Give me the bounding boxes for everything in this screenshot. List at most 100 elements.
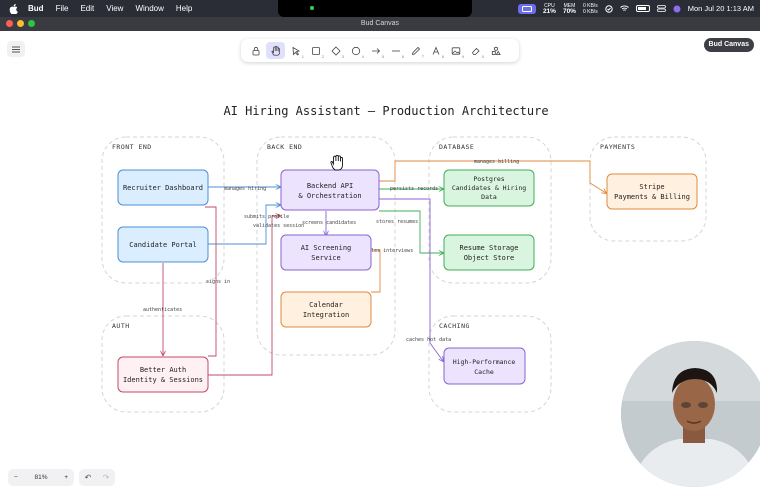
caching-group[interactable] <box>428 315 552 413</box>
label-caches-hot-data: caches hot data <box>406 337 451 343</box>
apple-icon[interactable] <box>9 3 18 14</box>
ai-screening-label-1: AI Screening <box>301 244 352 252</box>
backend-group[interactable] <box>256 136 396 356</box>
window-titlebar: Bud Canvas <box>0 17 760 31</box>
better-auth-label-1: Better Auth <box>140 366 186 374</box>
draw-tool[interactable]: 7 <box>406 42 425 59</box>
menu-bud[interactable]: Bud <box>28 4 44 13</box>
control-center-icon[interactable] <box>656 5 666 12</box>
edge-validates-session[interactable] <box>208 216 280 376</box>
select-tool-shortcut: 1 <box>301 54 304 59</box>
shapes-library-icon <box>491 46 501 55</box>
candidate-portal-node[interactable]: Candidate Portal <box>117 226 209 263</box>
menu-file[interactable]: File <box>55 4 69 13</box>
text-tool-shortcut: 8 <box>441 54 444 59</box>
arrow-tool[interactable]: 5 <box>366 42 385 59</box>
calendar-integration-node[interactable]: Calendar Integration <box>280 291 372 328</box>
zoom-window-button[interactable] <box>28 20 35 27</box>
image-tool[interactable]: 9 <box>446 42 465 59</box>
auth-group-label: AUTH <box>112 322 130 330</box>
edge-schedules-interviews[interactable] <box>371 249 381 293</box>
menu-clock[interactable]: Mon Jul 20 1:13 AM <box>687 4 754 13</box>
text-tool[interactable]: 8 <box>426 42 445 59</box>
hamburger-icon <box>12 46 20 52</box>
edge-stores-resumes[interactable] <box>379 210 443 253</box>
payments-group[interactable] <box>589 136 707 242</box>
stripe-node[interactable]: Stripe Payments & Billing <box>606 173 698 210</box>
cpu-value: 21% <box>542 7 556 15</box>
window-title: Bud Canvas <box>360 20 400 27</box>
edge-manages-billing[interactable] <box>379 160 606 193</box>
edge-submits-profile[interactable] <box>208 205 280 245</box>
diamond-icon <box>330 45 341 56</box>
line-tool-shortcut: 6 <box>401 54 404 59</box>
label-manages-billing: manages billing <box>474 159 519 165</box>
main-menu-button[interactable] <box>7 41 25 57</box>
focus-icon[interactable] <box>605 4 613 13</box>
hand-tool[interactable] <box>266 42 285 59</box>
eraser-tool[interactable]: 0 <box>466 42 485 59</box>
mem-label: MEM <box>563 2 576 9</box>
arrow-right-icon <box>371 47 380 54</box>
redo-button[interactable]: ↷ <box>102 473 110 482</box>
wifi-icon[interactable] <box>619 5 629 12</box>
hand-cursor-icon <box>330 154 343 171</box>
menu-help[interactable]: Help <box>175 4 193 13</box>
edge-signs-in[interactable] <box>205 206 217 357</box>
text-icon <box>432 45 439 55</box>
pencil-icon <box>411 46 420 55</box>
stripe-label-2: Payments & Billing <box>614 193 690 201</box>
edge-caches-hot-data[interactable] <box>379 198 443 361</box>
edges <box>163 160 606 376</box>
zoom-level[interactable]: 81% <box>34 474 48 481</box>
lock-tool[interactable] <box>246 42 265 59</box>
select-tool[interactable]: 1 <box>286 42 305 59</box>
backend-api-node[interactable]: Backend API & Orchestration <box>280 169 380 211</box>
architecture-diagram[interactable]: AI Hiring Assistant — Production Archite… <box>0 31 760 498</box>
eraser-tool-shortcut: 0 <box>481 54 484 59</box>
zoom-in-button[interactable]: + <box>64 474 68 481</box>
recruiter-dashboard-node[interactable]: Recruiter Dashboard <box>117 169 209 206</box>
cache-label-2: Cache <box>474 368 494 376</box>
calendar-label-2: Integration <box>303 311 349 319</box>
net-down: 0 KB/s <box>582 8 598 15</box>
recruiter-dashboard-label: Recruiter Dashboard <box>123 184 203 192</box>
webcam-overlay[interactable] <box>621 341 760 487</box>
camera-notch <box>278 0 472 17</box>
menu-view[interactable]: View <box>106 4 124 13</box>
draw-tool-shortcut: 7 <box>421 54 424 59</box>
screen-record-icon[interactable] <box>517 3 536 14</box>
cache-node[interactable]: High-Performance Cache <box>443 347 526 385</box>
menu-window[interactable]: Window <box>135 4 164 13</box>
zoom-out-button[interactable]: − <box>14 474 18 481</box>
resume-storage-node[interactable]: Resume Storage Object Store <box>443 234 535 271</box>
close-window-button[interactable] <box>6 20 13 27</box>
label-signs-in: signs in <box>206 279 230 285</box>
arrow-tool-shortcut: 5 <box>381 54 384 59</box>
undo-button[interactable]: ↶ <box>84 473 92 482</box>
ellipse-tool[interactable]: 4 <box>346 42 365 59</box>
extra-tools[interactable] <box>486 42 505 59</box>
minimize-window-button[interactable] <box>17 20 24 27</box>
group-outlines <box>101 136 707 413</box>
postgres-node[interactable]: Postgres Candidates & Hiring Data <box>443 169 535 207</box>
better-auth-node[interactable]: Better Auth Identity & Sessions <box>117 356 209 393</box>
label-manages-hiring: manages hiring <box>224 186 266 192</box>
eraser-icon <box>471 47 480 55</box>
battery-icon[interactable] <box>635 5 650 12</box>
diamond-tool[interactable]: 3 <box>326 42 345 59</box>
line-tool[interactable]: 6 <box>386 42 405 59</box>
cpu-label: CPU <box>544 2 555 9</box>
postgres-label-2: Candidates & Hiring <box>452 184 526 192</box>
menu-edit[interactable]: Edit <box>80 4 95 13</box>
siri-icon[interactable] <box>673 5 681 13</box>
backend-api-label-1: Backend API <box>307 182 353 190</box>
rectangle-tool[interactable]: 2 <box>306 42 325 59</box>
postgres-label-3: Data <box>481 193 497 201</box>
ai-screening-node[interactable]: AI Screening Service <box>280 234 372 271</box>
database-group[interactable] <box>428 136 552 284</box>
presenter-video-icon <box>621 341 760 487</box>
